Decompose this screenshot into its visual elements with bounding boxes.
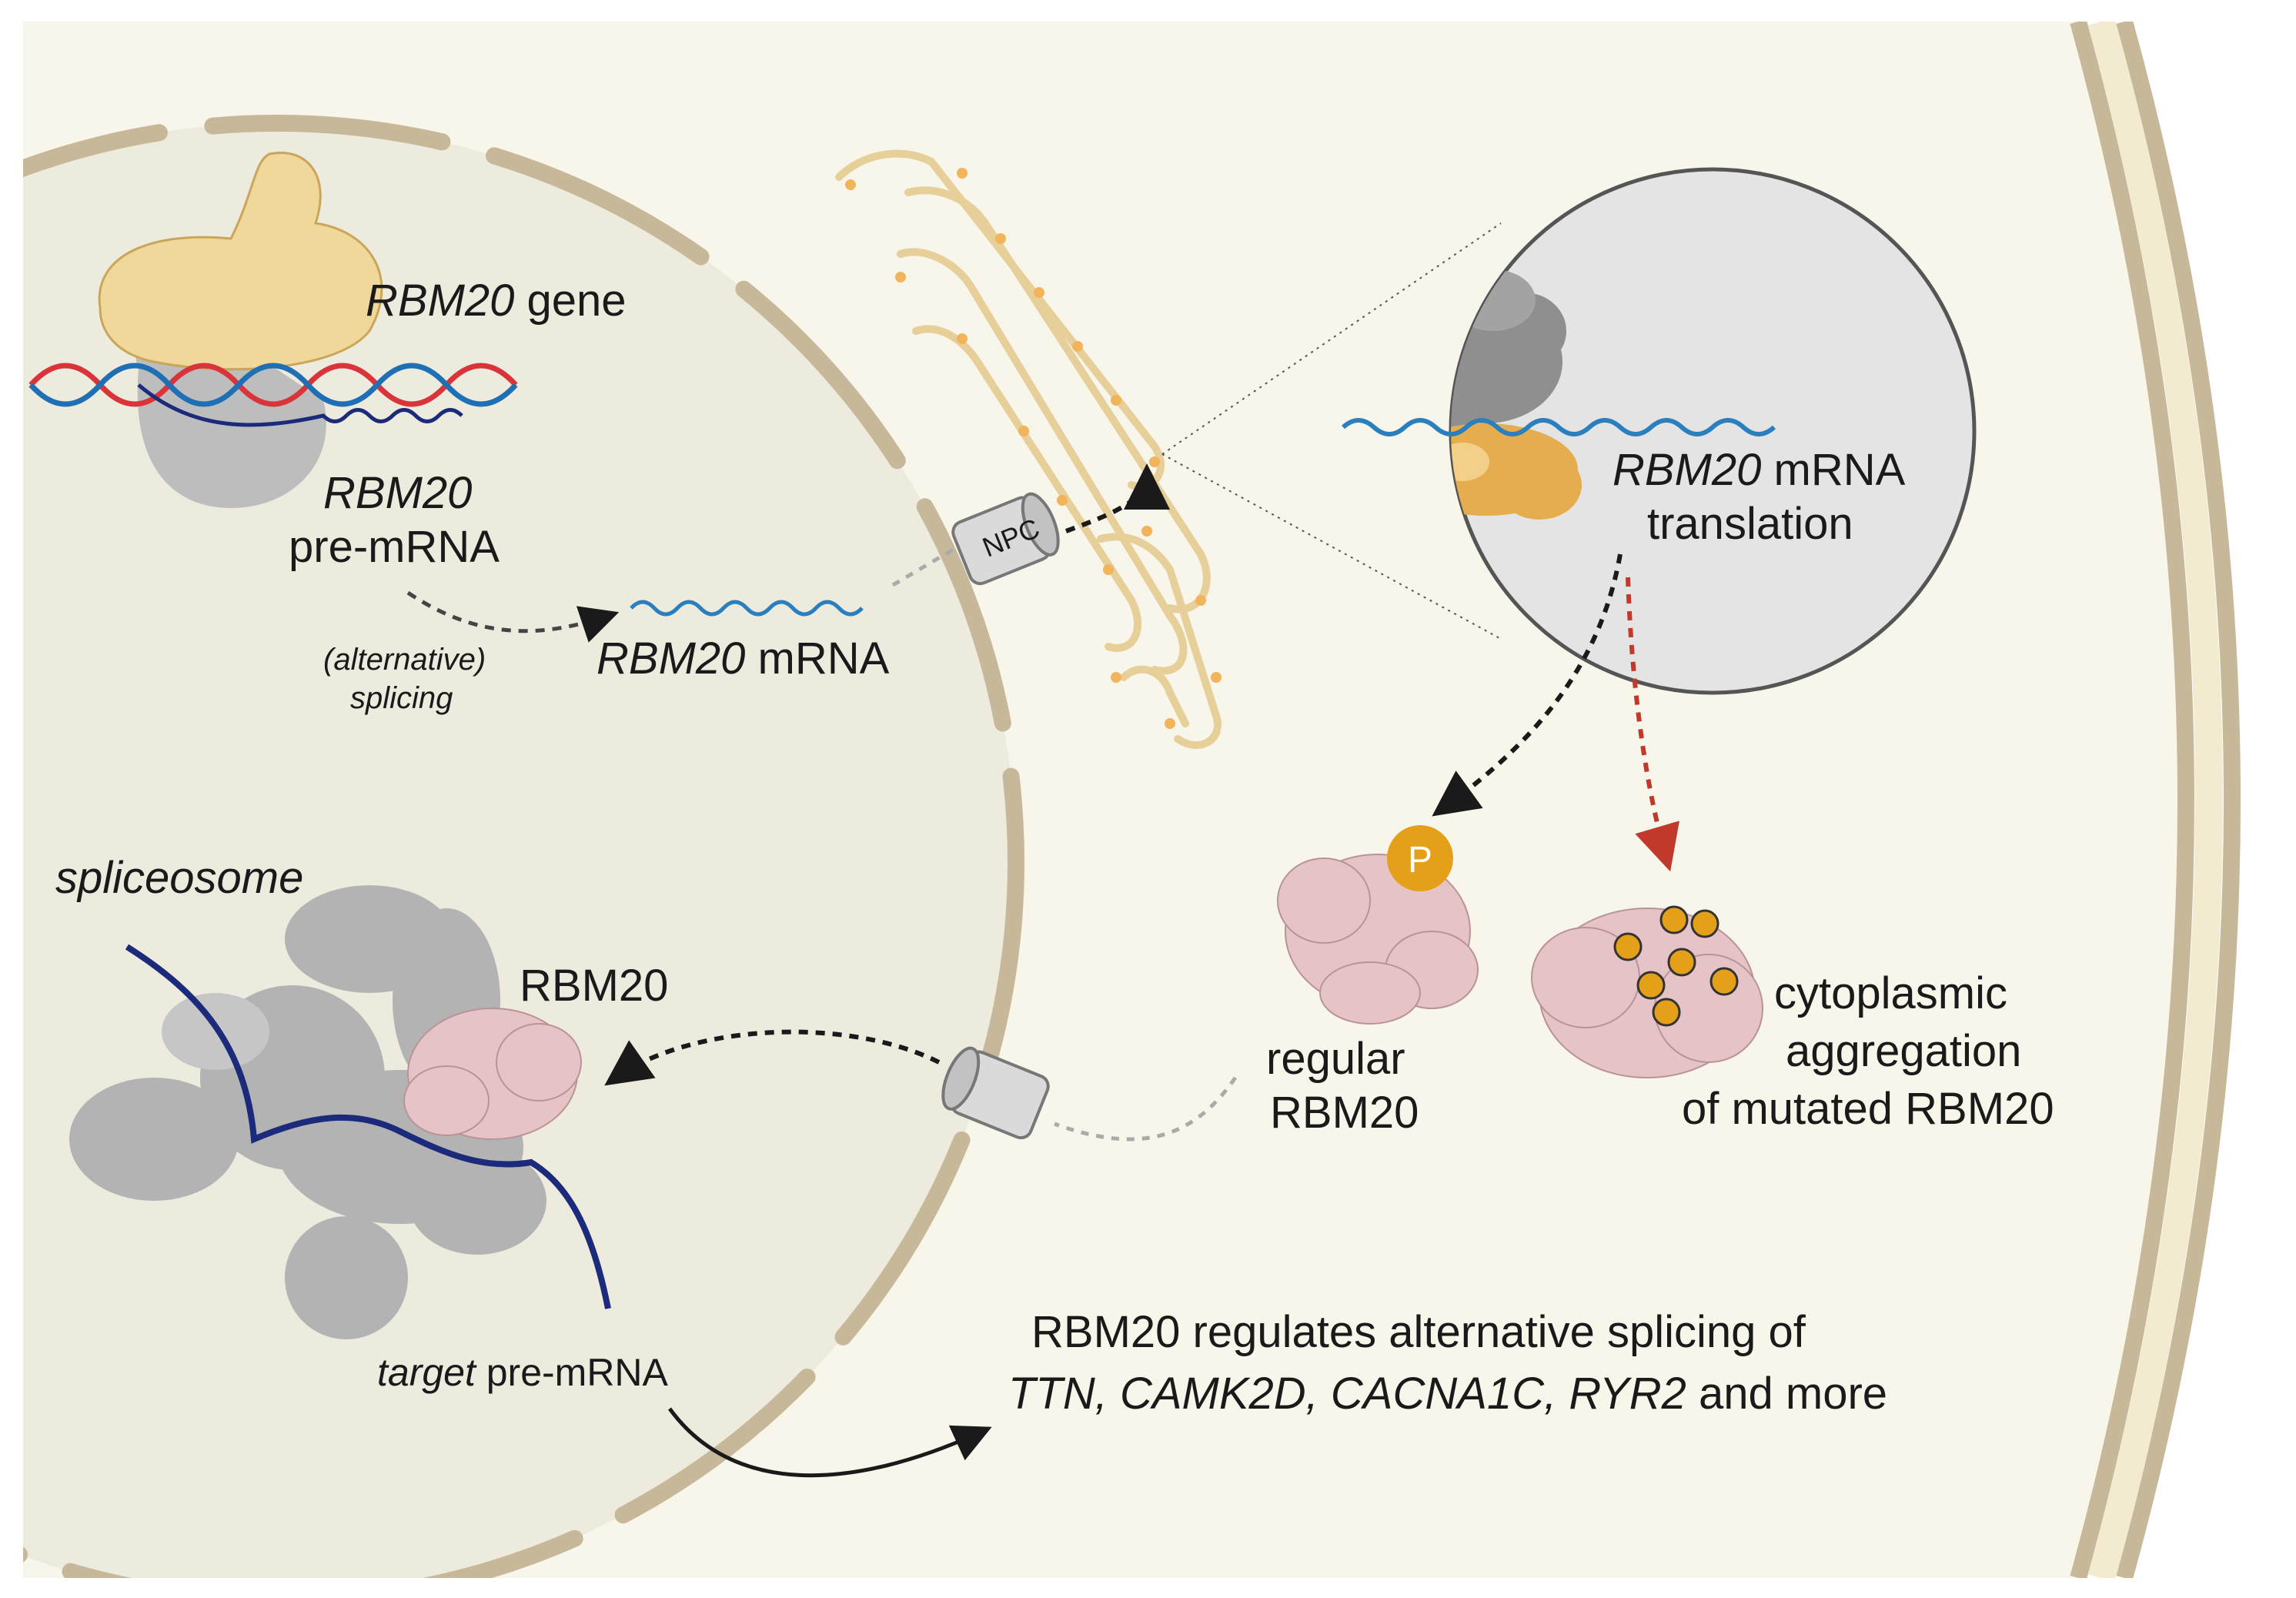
rbm20-protein-label: RBM20	[520, 961, 668, 1011]
premrna-label-line2: pre-mRNA	[289, 522, 500, 572]
import-arrow	[604, 1029, 941, 1086]
regulates-label-line1: RBM20 regulates alternative splicing of	[1031, 1307, 1806, 1357]
aggregation-label-line3: of mutated RBM20	[1682, 1084, 2054, 1134]
er-ribosomes	[845, 168, 1222, 729]
spliceosome-label: spliceosome	[55, 853, 303, 903]
rna-polymerase	[98, 152, 383, 508]
regulation-arrow	[667, 1407, 992, 1478]
translation-zoom: RBM20 mRNA translation	[1341, 167, 1977, 695]
phosphate-group: P	[1387, 825, 1453, 891]
import-dash	[1054, 1076, 1238, 1142]
splicing-label-line1: (alternative)	[323, 643, 486, 677]
splicing-label-line2: splicing	[350, 681, 453, 715]
arrow-to-regular	[1432, 553, 1623, 817]
translation-label-line2: translation	[1647, 499, 1853, 549]
regulates-label-line2: TTN, CAMK2D, CACNA1C, RYR2 and more	[1008, 1369, 1887, 1419]
ribosome-large-subunit	[1451, 269, 1566, 439]
phosphate-label: P	[1408, 840, 1432, 881]
mature-mrna	[630, 600, 864, 617]
zoom-guides	[1161, 222, 1502, 640]
arrow-to-aggregation	[1626, 577, 1679, 872]
rbm20-in-spliceosome	[403, 1008, 582, 1140]
dna-helix	[28, 363, 518, 407]
aggregation-label-line2: aggregation	[1786, 1026, 2021, 1076]
splicing-arrow	[406, 590, 620, 643]
target-pre-mrna-strand	[125, 944, 611, 1309]
nascent-pre-mrna	[137, 383, 463, 427]
gene-label: RBM20 gene	[366, 276, 627, 326]
translation-label-line1: RBM20 mRNA	[1613, 445, 1906, 495]
nuclear-pore-complex-import	[941, 1046, 1050, 1140]
cell-membrane	[2070, 22, 2278, 1578]
aggregate-phosphates	[1613, 905, 1739, 1027]
regular-rbm20-protein	[1277, 854, 1479, 1025]
premrna-label-line1: RBM20	[323, 468, 472, 518]
export-dash	[891, 544, 960, 587]
translated-mrna	[1341, 418, 1776, 436]
mrna-label: RBM20 mRNA	[597, 634, 890, 684]
aggregation-label-line1: cytoplasmic	[1774, 968, 2007, 1018]
nuclear-pore-complex: NPC	[951, 492, 1060, 586]
regular-label-line1: regular	[1266, 1034, 1405, 1084]
regular-label-line2: RBM20	[1270, 1088, 1419, 1138]
target-premrna-label: target pre-mRNA	[377, 1351, 669, 1394]
